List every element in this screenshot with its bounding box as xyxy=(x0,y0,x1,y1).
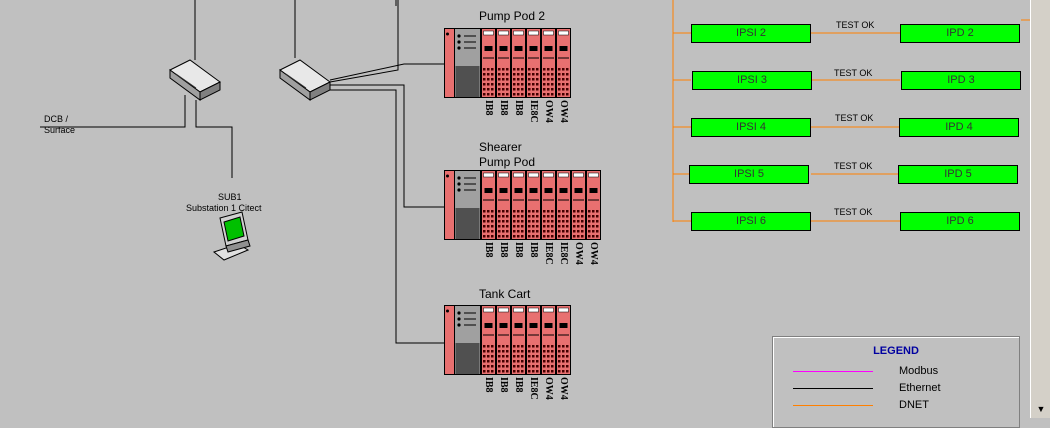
rack-graphic xyxy=(444,305,571,375)
module-label: OW4 xyxy=(573,242,584,265)
module-label: OW4 xyxy=(558,100,569,123)
test-status-5: TEST OK xyxy=(834,161,873,171)
ipsi-3-box[interactable]: IPSI 3 xyxy=(692,71,812,90)
module-label: IE8C xyxy=(558,242,569,265)
sub1-label: SUB1 xyxy=(218,192,242,202)
module-label: IB8 xyxy=(513,100,524,116)
surface-label: Surface xyxy=(44,125,76,135)
module-label: IB8 xyxy=(513,377,524,393)
ipd-5-box[interactable]: IPD 5 xyxy=(898,165,1018,184)
module-label: IB8 xyxy=(528,242,539,258)
vertical-scrollbar[interactable]: ▼ xyxy=(1030,0,1050,418)
legend-line-dnet xyxy=(793,405,873,406)
rack-graphic xyxy=(444,170,601,240)
legend-label-dnet: DNET xyxy=(899,399,929,411)
sub1-description: Substation 1 Citect xyxy=(186,203,262,213)
module-label: IE8C xyxy=(543,242,554,265)
ipsi-2-box[interactable]: IPSI 2 xyxy=(691,24,811,43)
dcb-label: DCB / xyxy=(44,114,69,124)
module-label: IB8 xyxy=(498,242,509,258)
legend-line-modbus xyxy=(793,371,873,372)
legend-label-ethernet: Ethernet xyxy=(899,382,941,394)
network-hub-left xyxy=(169,59,221,101)
scroll-down-icon[interactable]: ▼ xyxy=(1036,404,1046,414)
ipd-4-box[interactable]: IPD 4 xyxy=(899,118,1019,137)
network-diagram-canvas xyxy=(40,0,1030,344)
dnet-lines xyxy=(672,0,1030,222)
test-status-2: TEST OK xyxy=(836,20,875,30)
module-label: IB8 xyxy=(498,100,509,116)
module-label: OW4 xyxy=(543,100,554,123)
ipsi-4-box[interactable]: IPSI 4 xyxy=(691,118,811,137)
rack-title-tank-cart: Tank Cart xyxy=(479,287,531,301)
rack-graphic xyxy=(444,28,571,98)
module-label: IE8C xyxy=(528,377,539,400)
rack-title-pump-pod: Pump Pod xyxy=(479,155,536,169)
ipd-3-box[interactable]: IPD 3 xyxy=(901,71,1021,90)
test-status-4: TEST OK xyxy=(835,113,874,123)
legend-panel: LEGEND Modbus Ethernet DNET xyxy=(772,336,1020,428)
module-label: IB8 xyxy=(513,242,524,258)
module-label: OW4 xyxy=(558,377,569,400)
rack-title-pump-pod-2: Pump Pod 2 xyxy=(479,9,546,23)
legend-row-ethernet: Ethernet xyxy=(793,382,1013,396)
module-label: IB8 xyxy=(483,377,494,393)
module-label: IB8 xyxy=(483,242,494,258)
legend-line-ethernet xyxy=(793,388,873,389)
ipd-6-box[interactable]: IPD 6 xyxy=(900,212,1020,231)
module-label: OW4 xyxy=(543,377,554,400)
module-label: IB8 xyxy=(498,377,509,393)
module-label: IE8C xyxy=(528,100,539,123)
module-label: IB8 xyxy=(483,100,494,116)
ipsi-6-box[interactable]: IPSI 6 xyxy=(691,212,811,231)
test-status-3: TEST OK xyxy=(834,68,873,78)
test-status-6: TEST OK xyxy=(834,207,873,217)
computer-icon xyxy=(212,211,251,261)
ipd-2-box[interactable]: IPD 2 xyxy=(900,24,1020,43)
module-label: OW4 xyxy=(588,242,599,265)
rack-title-shearer: Shearer xyxy=(479,140,522,154)
legend-label-modbus: Modbus xyxy=(899,365,939,377)
legend-row-modbus: Modbus xyxy=(793,365,1013,379)
ethernet-lines xyxy=(40,0,444,344)
legend-title: LEGEND xyxy=(873,345,919,357)
ipsi-5-box[interactable]: IPSI 5 xyxy=(689,165,809,184)
legend-row-dnet: DNET xyxy=(793,399,1013,413)
network-hub-right xyxy=(279,59,331,101)
